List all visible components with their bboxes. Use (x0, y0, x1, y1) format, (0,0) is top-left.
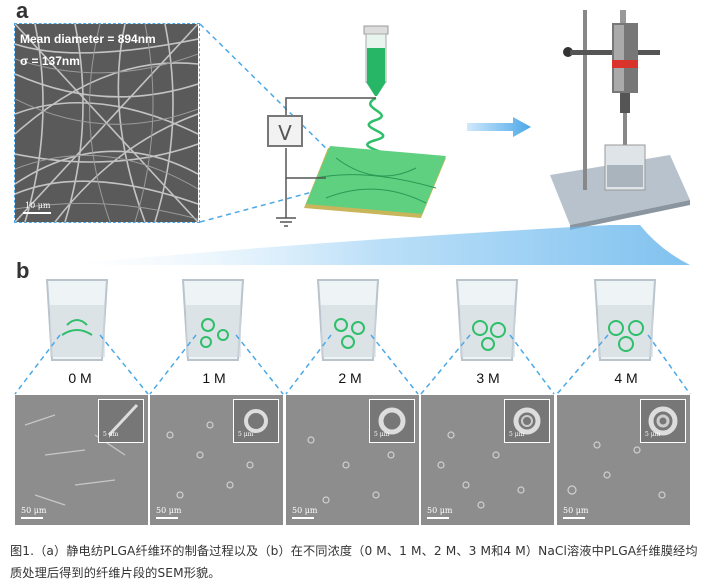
scale-bar (156, 517, 178, 519)
scale-bar (21, 517, 43, 519)
inset-2M: 5 μm (369, 399, 415, 443)
panel-a-label: a (16, 0, 29, 23)
zoom-lines (14, 334, 691, 395)
sem-image-4M: 5 μm 50 μm (557, 395, 690, 525)
inset-scale-label: 5 μm (103, 431, 119, 438)
concentration-label-1M: 1 M (202, 370, 226, 386)
beaker-3M (452, 270, 522, 365)
panel-b-label: b (16, 258, 30, 283)
beaker-2M (313, 270, 383, 365)
beaker-4M (590, 270, 660, 365)
inset-0M: 5 μm (98, 399, 144, 443)
concentration-label-4M: 4 M (614, 370, 638, 386)
sem-image-2M: 5 μm 50 μm (286, 395, 419, 525)
mean-diameter-text: Mean diameter = 894nm (20, 32, 156, 46)
homogenizer-setup (550, 10, 690, 230)
scale-label: 50 μm (563, 506, 589, 515)
voltage-symbol: V (278, 121, 292, 145)
fiber-mesh-graphic (15, 24, 198, 222)
figure-caption: 图1.（a）静电纺PLGA纤维环的制备过程以及（b）在不同浓度（0 M、1 M、… (10, 544, 698, 580)
scale-bar (427, 517, 449, 519)
beaker-0M (42, 270, 112, 365)
process-arrow (467, 117, 531, 137)
inset-scale-label: 5 μm (238, 431, 254, 438)
inset-1M: 5 μm (233, 399, 279, 443)
sem-image-1M: 5 μm 50 μm (150, 395, 283, 525)
sem-image-3M: 5 μm 50 μm (421, 395, 554, 525)
concentration-label-3M: 3 M (476, 370, 500, 386)
inset-3M: 5 μm (504, 399, 550, 443)
scale-bar (23, 212, 51, 214)
beaker-1M (178, 270, 248, 365)
inset-scale-label: 5 μm (374, 431, 390, 438)
connector-band (60, 225, 690, 265)
sem-image-0M: 5 μm 50 μm (15, 395, 148, 525)
sem-main-image: Mean diameter = 894nm σ = 137nm 10 μm (15, 24, 198, 222)
concentration-label-0M: 0 M (68, 370, 92, 386)
scale-bar (292, 517, 314, 519)
scale-label: 10 μm (25, 201, 51, 210)
scale-label: 50 μm (156, 506, 182, 515)
scale-bar (563, 517, 585, 519)
sem-main-frame (14, 23, 200, 223)
inset-scale-label: 5 μm (645, 431, 661, 438)
scale-label: 50 μm (21, 506, 47, 515)
inset-scale-label: 5 μm (509, 431, 525, 438)
sigma-text: σ = 137nm (20, 54, 80, 68)
electrospinning-setup: V (199, 23, 446, 227)
concentration-label-2M: 2 M (338, 370, 362, 386)
inset-4M: 5 μm (640, 399, 686, 443)
scale-label: 50 μm (427, 506, 453, 515)
scale-label: 50 μm (292, 506, 318, 515)
